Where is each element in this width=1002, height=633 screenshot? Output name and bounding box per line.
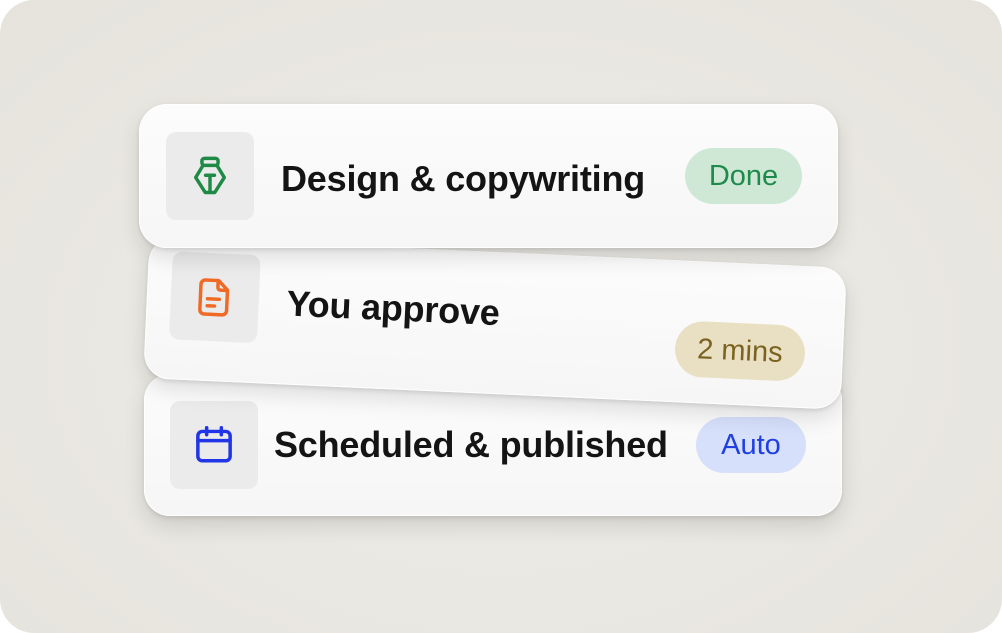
icon-tile — [166, 132, 254, 220]
document-icon — [198, 278, 230, 317]
step-title: Design & copywriting — [281, 158, 646, 199]
step-title: Scheduled & published — [274, 424, 668, 465]
icon-tile — [168, 251, 261, 344]
calendar-icon — [196, 426, 232, 463]
step-title: You approve — [285, 282, 501, 334]
status-badge: 2 mins — [673, 320, 807, 383]
step-card-approve: You approve 2 mins — [143, 236, 847, 410]
step-card-design: Design & copywriting Done — [139, 104, 838, 248]
status-badge: Auto — [696, 417, 806, 473]
pen-nib-icon — [193, 156, 227, 195]
status-badge: Done — [685, 148, 802, 204]
icon-tile — [170, 401, 258, 489]
